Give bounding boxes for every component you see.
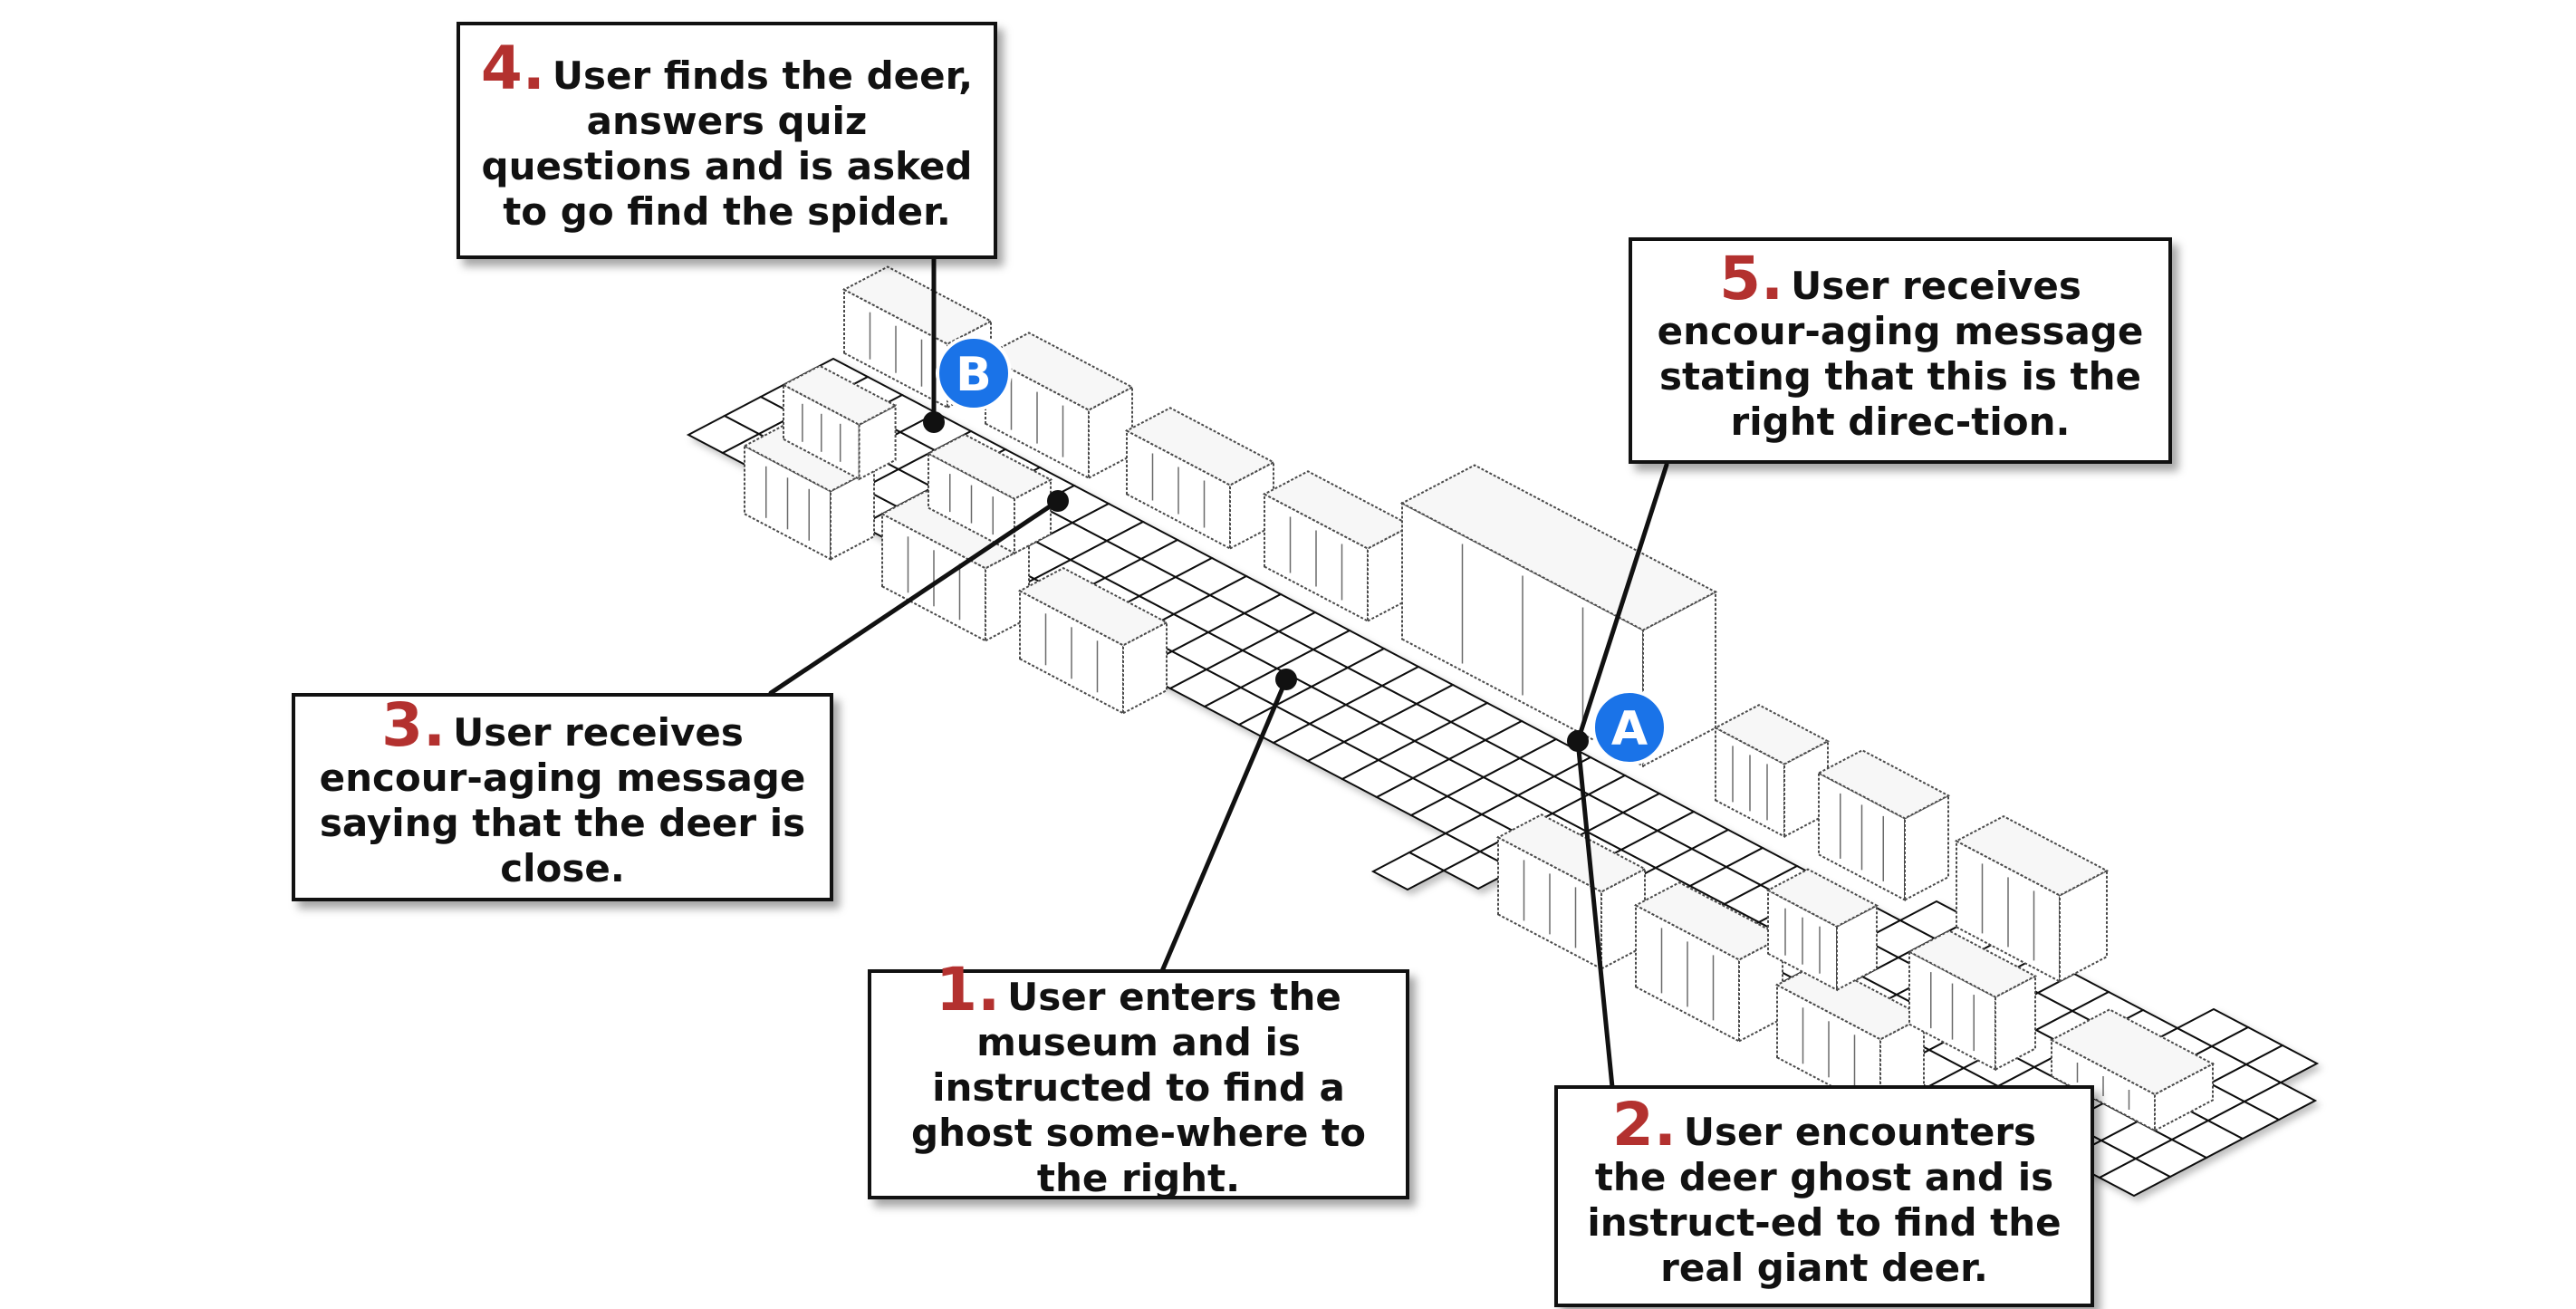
connector-line-1 (1159, 677, 1289, 974)
marker-a: A (1591, 689, 1668, 765)
callout-step-4: 4.User finds the deer, answers quiz ques… (457, 22, 997, 259)
exhibit-cabinet (1907, 929, 2038, 1072)
connector-line-5 (1575, 462, 1669, 744)
step-number-2: 2. (1611, 1089, 1677, 1160)
location-dot-3 (1047, 490, 1069, 512)
step-text-4: User finds the deer, answers quiz questi… (481, 53, 974, 234)
exhibit-cabinet (983, 332, 1135, 480)
marker-a-label: A (1611, 702, 1648, 756)
location-dot-1 (1275, 669, 1297, 690)
exhibit-cabinet (1017, 566, 1169, 715)
floor-tile (2244, 1044, 2320, 1084)
exhibit-cabinet (926, 433, 1053, 555)
exhibit-cabinet (742, 421, 877, 561)
exhibit-cabinet (1262, 470, 1414, 623)
callout-step-3: 3.User receives encour-aging message say… (292, 693, 833, 901)
exhibit-cabinet (1633, 881, 1785, 1044)
callout-step-5: 5.User receives encour-aging message sta… (1629, 237, 2172, 464)
step-number-5: 5. (1719, 244, 1784, 313)
connector-line-3 (768, 498, 1061, 696)
callout-connectors (768, 255, 1669, 1090)
marker-b: B (936, 335, 1012, 411)
callout-step-1: 1.User enters the museum and is instruct… (868, 960, 1409, 1200)
exhibit-cabinet (1954, 814, 2110, 984)
location-dot-2 (1567, 730, 1589, 752)
location-dot-4 (923, 411, 945, 433)
marker-b-label: B (956, 348, 992, 402)
connector-line-2 (1575, 738, 1615, 1090)
step-text-1: User enters the museum and is instructed… (911, 975, 1366, 1200)
callout-step-2: 2.User encounters the deer ghost and is … (1554, 1085, 2094, 1307)
floor-tile (2242, 1081, 2318, 1121)
exhibit-cabinet (879, 489, 1032, 642)
exhibit-cabinet (1399, 464, 1718, 768)
exhibit-cabinet (1816, 749, 1951, 902)
step-number-3: 3. (381, 690, 447, 760)
exhibit-cabinets (742, 265, 2216, 1132)
step-number-1: 1. (936, 955, 1001, 1025)
step-text-2: User encounters the deer ghost and is in… (1587, 1109, 2062, 1290)
exhibit-cabinet (1495, 813, 1648, 971)
step-text-3: User receives encour-aging message sayin… (319, 710, 806, 890)
exhibit-cabinet (781, 364, 898, 481)
floor-tile (1370, 851, 1447, 891)
step-text-5: User receives encour-aging message stati… (1657, 264, 2144, 444)
step-number-4: 4. (480, 34, 545, 103)
exhibit-cabinet (1713, 704, 1831, 839)
exhibit-cabinet (1124, 407, 1276, 551)
exhibit-cabinet (1765, 868, 1879, 992)
exhibit-cabinet (2049, 1008, 2216, 1132)
